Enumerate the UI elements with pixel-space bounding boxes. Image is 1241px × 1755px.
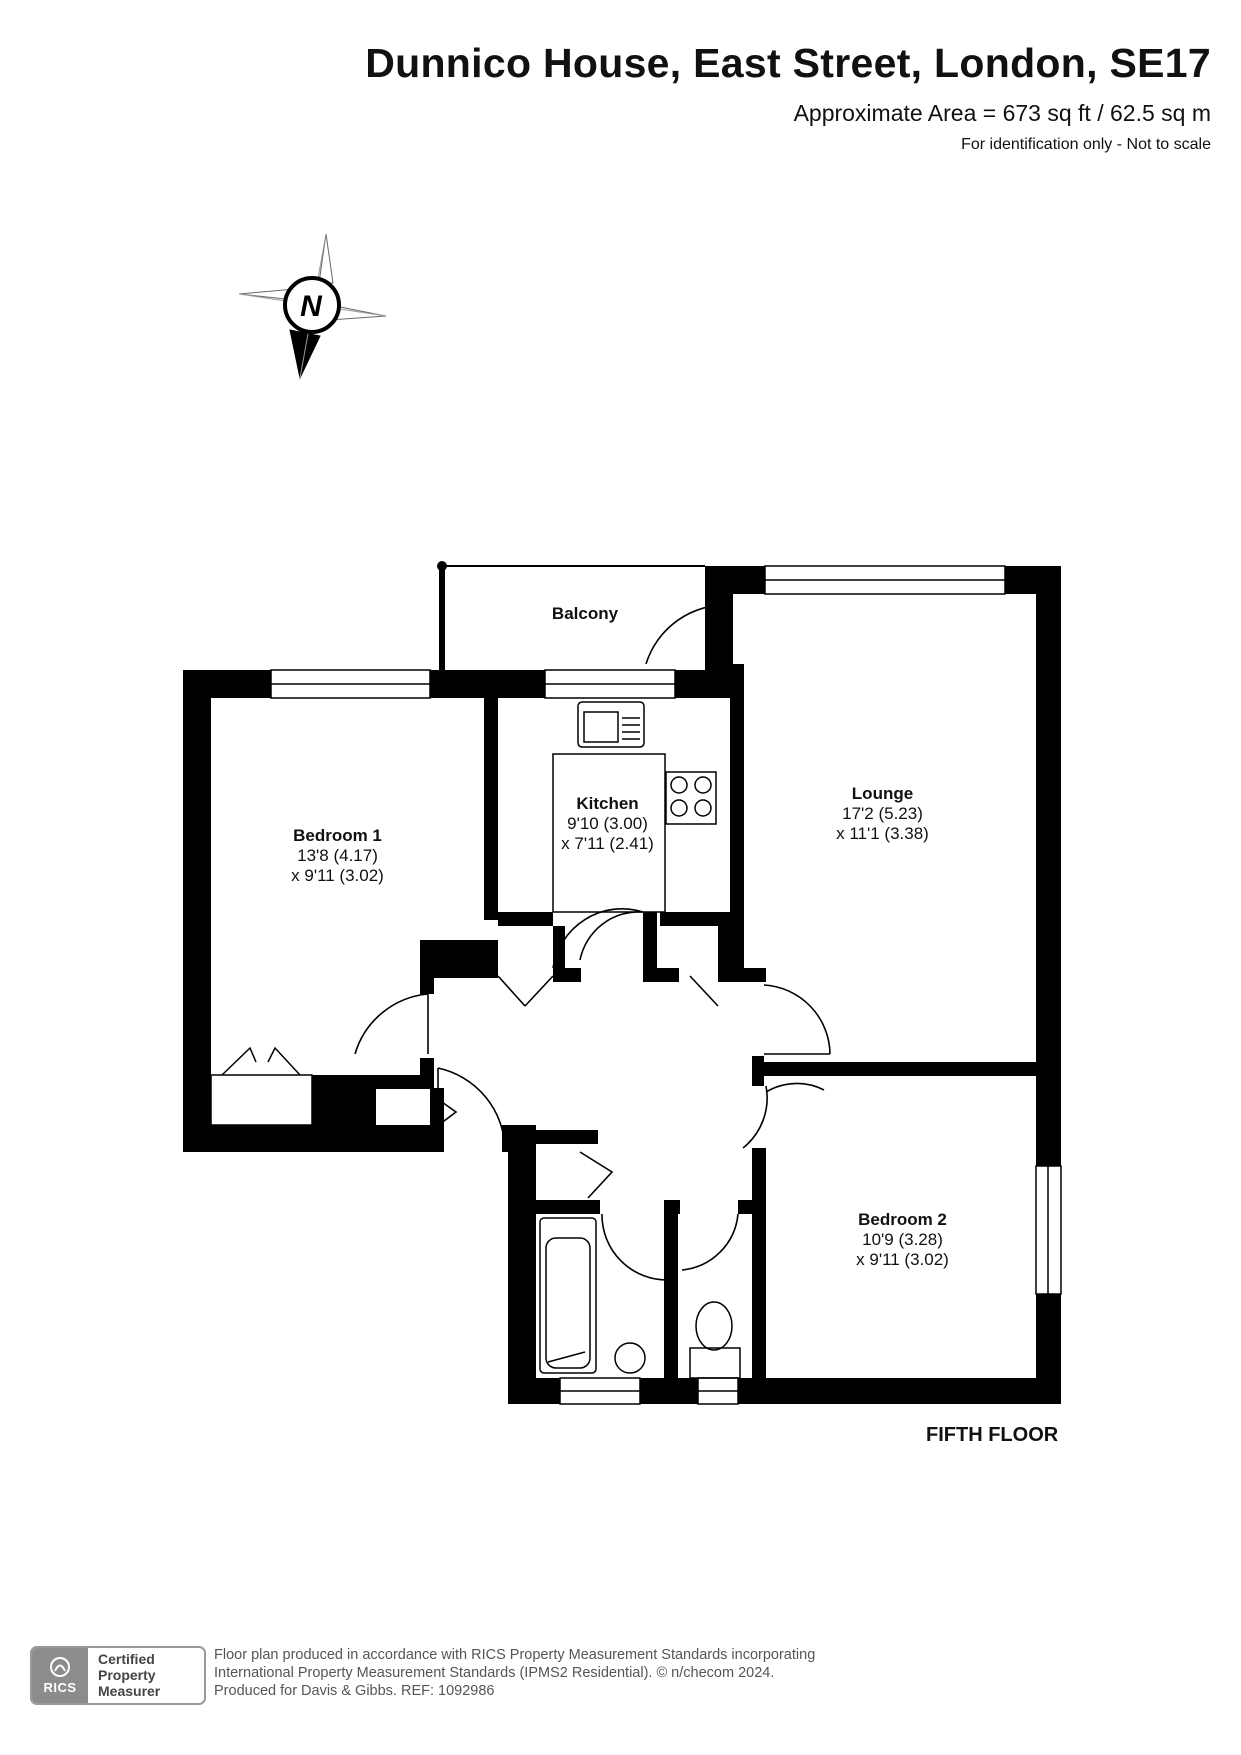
room-dim2: x 9'11 (3.02) (856, 1250, 949, 1269)
room-dim1: 17'2 (5.23) (842, 804, 923, 823)
room-name: Balcony (551, 604, 619, 623)
room-name: Bedroom 2 (858, 1210, 947, 1229)
room-dim2: x 9'11 (3.02) (291, 866, 384, 885)
room-name: Bedroom 1 (293, 826, 382, 845)
lounge-label: Lounge 17'2 (5.23) x 11'1 (3.38) (820, 784, 945, 844)
identification-note: For identification only - Not to scale (961, 136, 1211, 153)
room-name: Kitchen (576, 794, 639, 813)
room-dim1: 9'10 (3.00) (567, 814, 648, 833)
compass-letter: N (300, 290, 323, 323)
windows (270, 565, 1062, 1405)
kitchen-fittings (552, 701, 717, 913)
footer-line: Floor plan produced in accordance with R… (214, 1647, 816, 1663)
door-swings (354, 604, 831, 1281)
page-title: Dunnico House, East Street, London, SE17 (365, 40, 1211, 86)
approximate-area: Approximate Area = 673 sq ft / 62.5 sq m (793, 100, 1211, 126)
rics-badge-text: Certified Property Measurer (88, 1648, 204, 1703)
room-dim2: x 11'1 (3.38) (836, 824, 929, 843)
north-arrow-icon (238, 233, 387, 380)
room-dim1: 13'8 (4.17) (297, 846, 378, 865)
room-name: Lounge (851, 784, 914, 803)
footer-note: Floor plan produced in accordance with R… (214, 1646, 815, 1700)
badge-line: Certified (98, 1651, 155, 1667)
footer-line: Produced for Davis & Gibbs. REF: 1092986 (214, 1683, 495, 1699)
room-dim2: x 7'11 (2.41) (561, 834, 654, 853)
rics-badge: RICS Certified Property Measurer (30, 1646, 206, 1705)
badge-line: Measurer (98, 1683, 161, 1699)
walls (183, 561, 1061, 1404)
badge-line: Property (98, 1667, 156, 1683)
bedroom1-label: Bedroom 1 13'8 (4.17) x 9'11 (3.02) (275, 826, 400, 886)
rics-logo: RICS (32, 1648, 88, 1703)
wardrobe (210, 1046, 313, 1126)
rics-word: RICS (43, 1680, 77, 1695)
kitchen-label: Kitchen 9'10 (3.00) x 7'11 (2.41) (545, 794, 670, 854)
bedroom2-label: Bedroom 2 10'9 (3.28) x 9'11 (3.02) (840, 1210, 965, 1270)
balcony-label: Balcony (535, 604, 635, 624)
floor-label: FIFTH FLOOR (926, 1424, 1059, 1446)
rics-emblem-icon (50, 1657, 70, 1677)
footer-line: International Property Measurement Stand… (214, 1665, 775, 1681)
bathroom-fittings (539, 1217, 741, 1379)
room-dim1: 10'9 (3.28) (862, 1230, 943, 1249)
